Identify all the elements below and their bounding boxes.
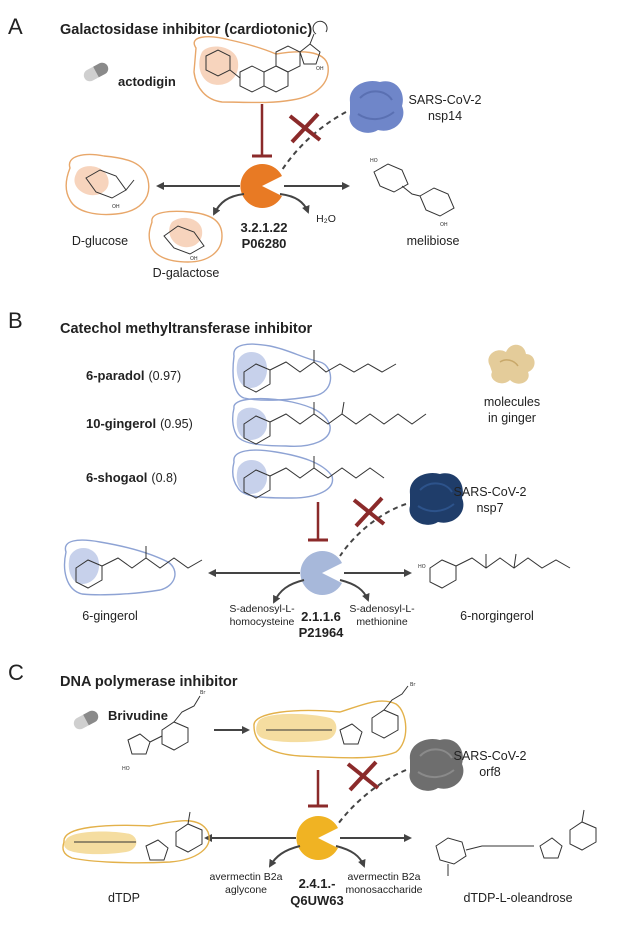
arrow-to-galactose: [213, 193, 245, 216]
product-label-dtdp-oleandrose: dTDP-L-oleandrose: [463, 891, 572, 905]
pill-icon: [71, 708, 101, 732]
cofactor-left-c-line2: aglycone: [225, 884, 267, 896]
svg-text:Br: Br: [410, 682, 416, 688]
compound-name-10-gingerol: 10-gingerol: [86, 416, 156, 431]
compound-row-1: 6-paradol (0.97): [86, 368, 181, 383]
uniprot-c: Q6UW63: [290, 893, 343, 908]
svg-text:OH: OH: [190, 256, 198, 262]
ginger-root-icon: [488, 344, 535, 384]
panel-a-title: Galactosidase inhibitor (cardiotonic): [60, 22, 312, 38]
panel-a: A Galactosidase inhibitor (cardiotonic) …: [8, 14, 482, 280]
ec-number-c: 2.4.1.-: [299, 876, 336, 891]
virus-label-c-line2: orf8: [479, 765, 501, 779]
svg-text:Br: Br: [200, 690, 206, 696]
actodigin-structure: OH: [193, 20, 329, 104]
interaction-dashed-line-c: [337, 769, 407, 825]
drug-label-actodigin: actodigin: [118, 74, 176, 89]
svg-text:OH: OH: [440, 222, 448, 228]
cofactor-left-c-line1: avermectin B2a: [210, 871, 283, 883]
ginger-label-line1: molecules: [484, 395, 540, 409]
enzyme-icon-c: [296, 816, 338, 860]
pill-icon: [81, 60, 111, 84]
arrow-to-water: [279, 193, 310, 214]
svg-text:OH: OH: [316, 66, 324, 72]
glucose-structure: OH: [65, 153, 150, 216]
virus-protein-orf8: [409, 738, 464, 791]
product-label-6-gingerol: 6-gingerol: [82, 609, 138, 623]
enzyme-icon-a: [240, 164, 282, 208]
interaction-dashed-line-b: [339, 503, 407, 557]
compound-score-10-gingerol: (0.95): [160, 417, 193, 431]
uniprot-a: P06280: [242, 236, 287, 251]
panel-letter-b: B: [8, 308, 23, 333]
structure-6-gingerol: [63, 539, 203, 596]
blocked-x-icon: [288, 112, 322, 144]
structure-6-paradol: [232, 343, 397, 401]
panel-c: C DNA polymerase inhibitor Brivudine Br …: [8, 660, 597, 908]
cofactor-left-b-line2: homocysteine: [230, 616, 295, 628]
svg-text:HO: HO: [122, 766, 130, 772]
panel-letter-a: A: [8, 14, 23, 39]
dtdp-oleandrose-structure: [435, 809, 597, 876]
compound-name-6-shogaol: 6-shogaol: [86, 470, 147, 485]
structure-10-gingerol: [231, 397, 427, 447]
galactose-structure: OH: [148, 210, 223, 263]
product-label-dtdp: dTDP: [108, 891, 140, 905]
water-label: H₂O: [316, 213, 336, 225]
ec-number-a: 3.2.1.22: [241, 220, 288, 235]
structure-6-norgingerol: HO: [418, 553, 571, 589]
brivudine-structure: Br HO: [122, 690, 206, 772]
compound-score-6-paradol: (0.97): [149, 369, 182, 383]
product-label-glucose: D-glucose: [72, 234, 128, 248]
uniprot-b: P21964: [299, 625, 345, 640]
arrow-to-aglycone: [268, 845, 301, 868]
product-label-galactose: D-galactose: [153, 266, 220, 280]
ec-number-b: 2.1.1.6: [301, 609, 341, 624]
drug-label-brivudine: Brivudine: [108, 708, 168, 723]
melibiose-structure: HO OH: [370, 158, 455, 228]
cofactor-right-c-line2: monosaccharide: [345, 884, 422, 896]
compound-score-6-shogaol: (0.8): [151, 471, 177, 485]
blocked-x-icon: [346, 760, 380, 792]
cofactor-right-b-line1: S-adenosyl-L-: [349, 603, 415, 615]
svg-text:HO: HO: [418, 564, 426, 570]
compound-row-2: 10-gingerol (0.95): [86, 416, 193, 431]
arrow-to-methionine: [339, 579, 370, 602]
compound-row-3: 6-shogaol (0.8): [86, 470, 177, 485]
svg-text:HO: HO: [370, 158, 378, 164]
cofactor-left-b-line1: S-adenosyl-L-: [229, 603, 295, 615]
product-label-melibiose: melibiose: [407, 234, 460, 248]
compound-name-6-paradol: 6-paradol: [86, 368, 145, 383]
arrow-to-monosaccharide: [335, 845, 366, 868]
panel-c-title: DNA polymerase inhibitor: [60, 674, 238, 690]
panel-letter-c: C: [8, 660, 24, 685]
virus-label-b-line2: nsp7: [476, 501, 503, 515]
structure-6-shogaol: [232, 449, 385, 499]
svg-text:OH: OH: [112, 204, 120, 210]
virus-label-a-line1: SARS-CoV-2: [409, 93, 482, 107]
virus-label-c-line1: SARS-CoV-2: [454, 749, 527, 763]
virus-label-a-line2: nsp14: [428, 109, 462, 123]
cofactor-right-c-line1: avermectin B2a: [348, 871, 421, 883]
blocked-x-icon: [352, 496, 386, 528]
dtdp-structure: [62, 811, 210, 864]
arrow-to-homocysteine: [273, 579, 305, 604]
panel-b: B Catechol methyltransferase inhibitor 6…: [8, 308, 571, 640]
cofactor-right-b-line2: methionine: [356, 616, 408, 628]
virus-label-b-line1: SARS-CoV-2: [454, 485, 527, 499]
product-label-6-norgingerol: 6-norgingerol: [460, 609, 534, 623]
virus-protein-nsp7: [409, 472, 464, 525]
panel-b-title: Catechol methyltransferase inhibitor: [60, 321, 313, 337]
enzyme-icon-b: [300, 551, 342, 595]
ginger-label-line2: in ginger: [488, 411, 536, 425]
brivudine-diphosphate-structure: Br: [253, 682, 416, 759]
virus-protein-nsp14: [349, 80, 404, 133]
